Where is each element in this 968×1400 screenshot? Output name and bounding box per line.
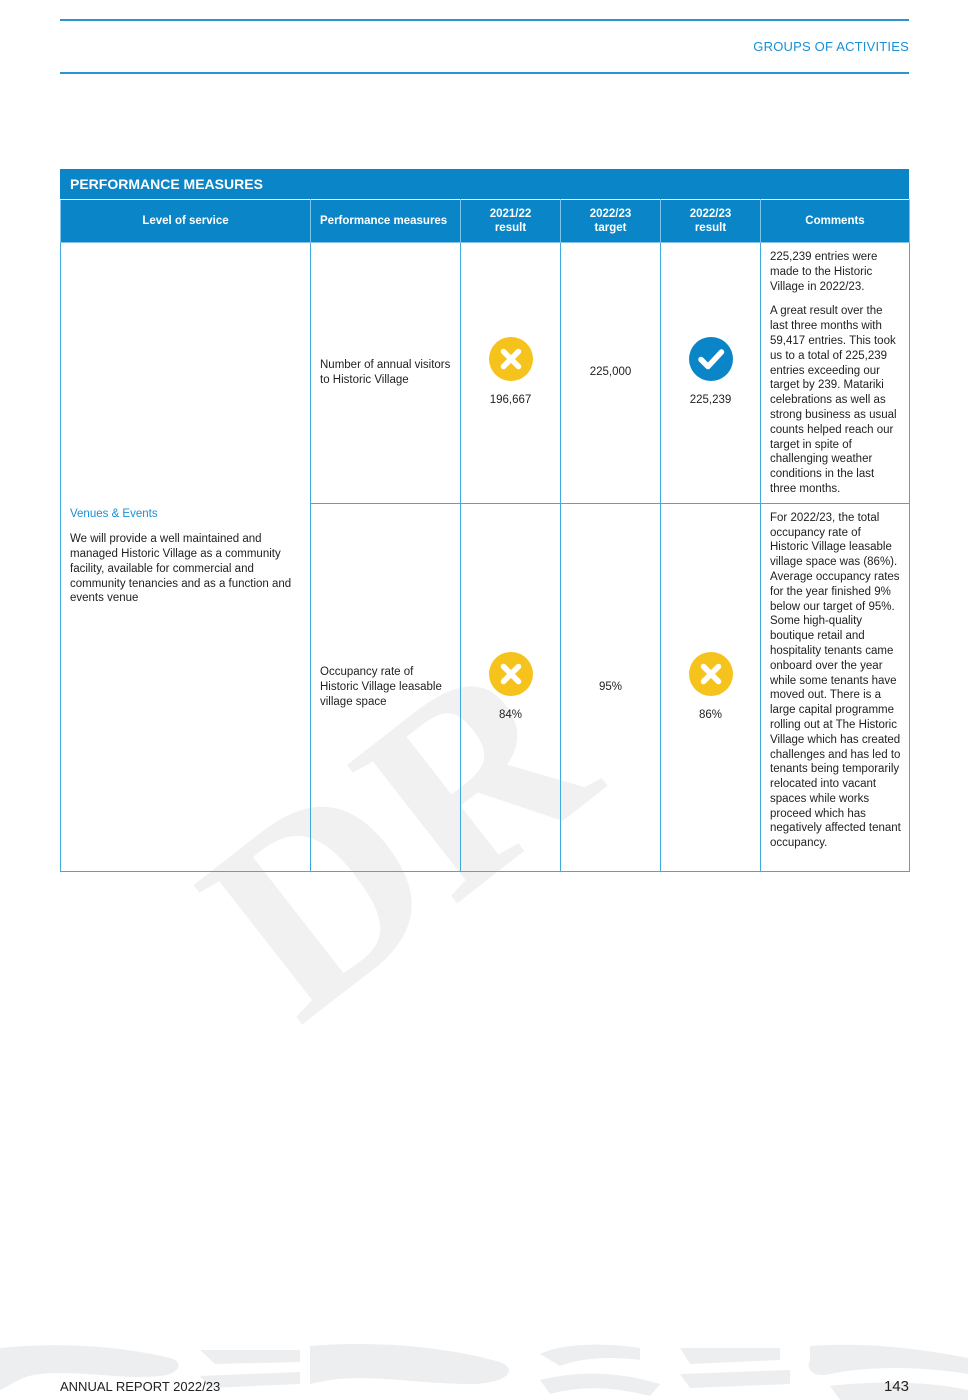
table-row: Venues & Events We will provide a well m… bbox=[60, 242, 910, 872]
x-circle-icon bbox=[688, 651, 733, 696]
section-title: GROUPS OF ACTIVITIES bbox=[753, 39, 909, 54]
result-2022-23-value: 86% bbox=[698, 708, 723, 721]
header-result-2021-22-label: result bbox=[494, 222, 527, 234]
target-2022-23-cell: 95% bbox=[560, 502, 661, 872]
check-circle-icon bbox=[688, 337, 733, 382]
header-target-2022-23: 2022/23 target bbox=[560, 199, 661, 243]
result-2021-22-value: 196,667 bbox=[489, 394, 532, 407]
header-rule-bottom bbox=[60, 72, 909, 74]
comments-cell: 225,239 entries were made to the Histori… bbox=[760, 242, 910, 504]
header-comments: Comments bbox=[760, 199, 910, 243]
header-result-2021-22: 2021/22 result bbox=[460, 199, 561, 243]
x-circle-icon bbox=[488, 337, 533, 382]
comment-paragraph: For 2022/23, the total occupancy rate of… bbox=[770, 511, 901, 850]
header-performance-measures: Performance measures bbox=[310, 199, 461, 243]
header-result-2022-23-year: 2022/23 bbox=[689, 208, 732, 220]
level-of-service-cell: Venues & Events We will provide a well m… bbox=[60, 242, 311, 872]
target-2022-23-cell: 225,000 bbox=[560, 242, 661, 504]
header-result-2021-22-year: 2021/22 bbox=[489, 208, 532, 220]
footer-pattern bbox=[0, 1343, 968, 1400]
measure-cell: Occupancy rate of Historic Village leasa… bbox=[310, 502, 461, 872]
header-result-2022-23-label: result bbox=[694, 222, 727, 234]
header-target-2022-23-year: 2022/23 bbox=[589, 208, 632, 220]
header-target-2022-23-label: target bbox=[594, 222, 627, 234]
performance-table-container: PERFORMANCE MEASURES Level of service Pe… bbox=[60, 169, 910, 872]
comment-paragraph: A great result over the last three month… bbox=[770, 305, 897, 495]
comment-paragraph: 225,239 entries were made to the Histori… bbox=[770, 251, 878, 293]
performance-table: Level of service Performance measures 20… bbox=[60, 199, 910, 872]
page-number: 143 bbox=[883, 1378, 909, 1395]
comments-cell: For 2022/23, the total occupancy rate of… bbox=[760, 502, 910, 872]
table-header-row: Level of service Performance measures 20… bbox=[60, 199, 910, 243]
result-2021-22-cell: 84% bbox=[460, 502, 561, 872]
level-of-service-title: Venues & Events bbox=[70, 508, 158, 521]
footer-report-title: ANNUAL REPORT 2022/23 bbox=[60, 1379, 221, 1394]
measure-cell: Number of annual visitors to Historic Vi… bbox=[310, 242, 461, 504]
result-2022-23-cell: 86% bbox=[660, 502, 761, 872]
table-title: PERFORMANCE MEASURES bbox=[60, 169, 909, 199]
header-level-of-service: Level of service bbox=[60, 199, 311, 243]
result-2021-22-value: 84% bbox=[498, 708, 523, 721]
result-2022-23-cell: 225,239 bbox=[660, 242, 761, 504]
header-result-2022-23: 2022/23 result bbox=[660, 199, 761, 243]
table-row: Occupancy rate of Historic Village leasa… bbox=[61, 502, 910, 872]
x-circle-icon bbox=[488, 651, 533, 696]
result-2021-22-cell: 196,667 bbox=[460, 242, 561, 504]
header-rule-top bbox=[60, 19, 909, 21]
result-2022-23-value: 225,239 bbox=[689, 394, 732, 407]
level-of-service-description: We will provide a well maintained and ma… bbox=[70, 533, 292, 605]
